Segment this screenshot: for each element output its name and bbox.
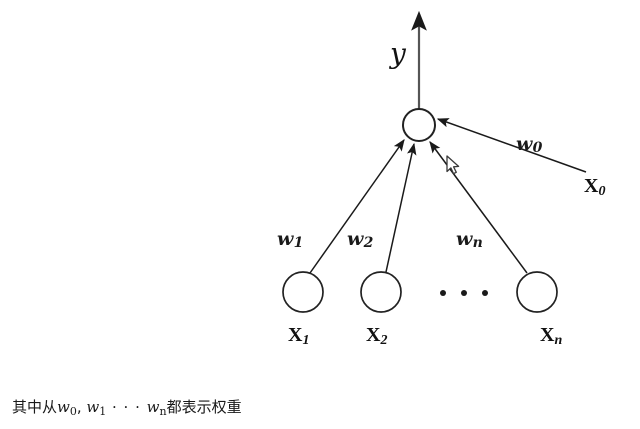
input-label-x0-base: X	[584, 175, 599, 197]
input-label-xn-base: X	[540, 324, 555, 346]
caption-term-w0-base: w	[57, 398, 70, 416]
weight-label-w0-base: w	[516, 133, 533, 155]
weight-label-w1: w1	[277, 228, 304, 251]
caption-term-w1-sub: 1	[99, 405, 107, 418]
caption-text: 其中从w0, w1 · · · wn都表示权重	[12, 396, 242, 418]
weight-label-wn: wn	[456, 228, 483, 251]
input-label-xn-sub: n	[554, 333, 563, 348]
caption-term-wn-sub: n	[159, 405, 167, 418]
weight-label-w2-base: w	[347, 228, 364, 250]
edge-input1-to-neuron	[309, 139, 405, 274]
weight-label-w2: w2	[347, 228, 374, 251]
weight-label-w0: w0	[516, 133, 543, 156]
caption-term-w1-base: w	[86, 398, 100, 416]
edge-input2-to-neuron	[385, 142, 417, 273]
caption-prefix: 其中从	[12, 398, 58, 416]
input-node-1	[282, 271, 324, 313]
caption-term-wn-base: w	[146, 398, 160, 416]
input-label-x1-base: X	[288, 324, 303, 346]
weight-label-w0-sub: 0	[532, 140, 543, 156]
input-node-2	[360, 271, 402, 313]
input-node-n	[516, 271, 558, 313]
input-label-x2: X2	[366, 324, 388, 348]
weight-label-w2-sub: 2	[363, 235, 374, 251]
input-label-x2-sub: 2	[380, 333, 388, 348]
caption-comma: ,	[76, 398, 87, 416]
caption-term-w0: w0	[57, 398, 77, 418]
caption-term-wn: wn	[146, 398, 167, 418]
weight-label-w1-sub: 1	[293, 235, 304, 251]
input-label-x1: X1	[288, 324, 310, 348]
caption-dots: · · ·	[106, 398, 147, 416]
summation-node	[402, 108, 436, 142]
edge-inputn-to-neuron	[429, 141, 528, 274]
output-label: y	[390, 37, 406, 70]
edge-bias-to-neuron	[436, 118, 587, 173]
caption-term-w0-sub: 0	[69, 405, 77, 418]
weight-label-wn-sub: n	[472, 235, 483, 251]
input-label-x1-sub: 1	[302, 333, 310, 348]
weight-label-w1-base: w	[277, 228, 294, 250]
input-label-xn: Xn	[540, 324, 563, 348]
caption-suffix: 都表示权重	[166, 398, 242, 416]
weight-label-wn-base: w	[456, 228, 473, 250]
input-label-x2-base: X	[366, 324, 381, 346]
input-label-x0-sub: 0	[598, 184, 606, 199]
ellipsis-dots	[440, 290, 488, 296]
caption-term-w1: w1	[86, 398, 107, 418]
input-label-x0: X0	[584, 175, 606, 199]
